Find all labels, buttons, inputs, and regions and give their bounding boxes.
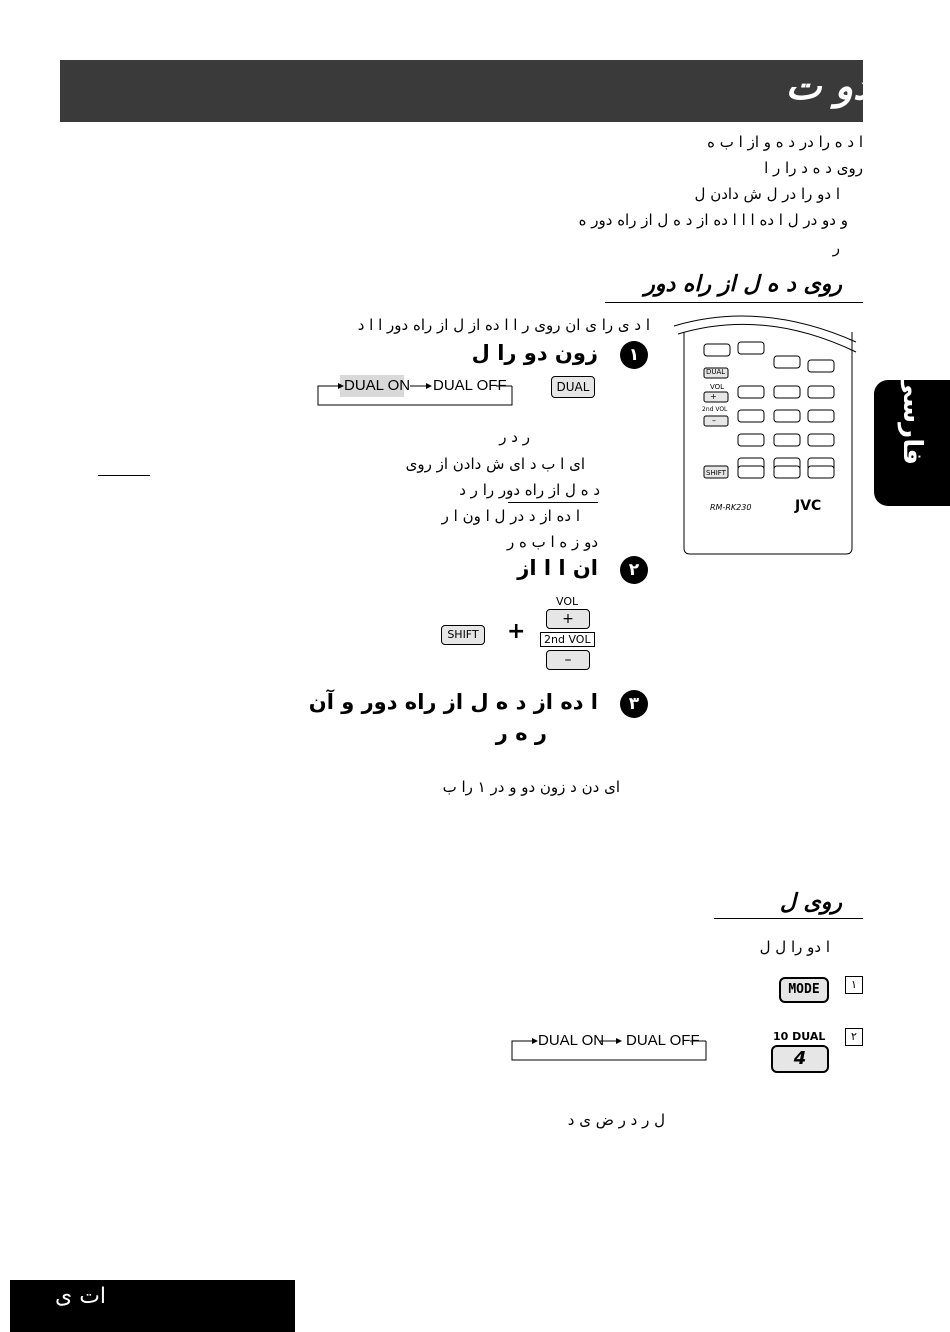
page-title: دو ت — [785, 64, 870, 108]
intro-line-2: روی د ه د را ر ا — [764, 159, 863, 177]
step3-line-1: ا ده از د ه ل از راه دور و آن — [308, 690, 598, 714]
note-line-4: ا ده از د در ل ا ون ا ر — [441, 507, 580, 525]
key-4-button[interactable]: 4 — [771, 1045, 829, 1073]
step3-number: ٣ — [620, 690, 648, 718]
step1-number: ١ — [620, 341, 648, 369]
intro-line-5: ر — [832, 239, 840, 257]
section1-heading: روی د ه ل از راه دور — [644, 272, 842, 297]
remote-2nd-vol-label: 2nd VOL — [702, 406, 728, 413]
remote-minus-label: – — [712, 416, 716, 425]
note-line-5: دو ز ه ا ب ه ر — [506, 533, 598, 551]
cycle1-dual-on: DUAL ON — [344, 377, 411, 394]
title-bar — [60, 60, 863, 122]
mode-button[interactable]: MODE — [779, 977, 829, 1003]
remote-model: RM-RK230 — [710, 503, 752, 512]
key-10-dual-label: 10 DUAL — [773, 1030, 826, 1043]
note-underline-1 — [98, 475, 150, 476]
note-underline-2 — [508, 502, 598, 503]
note-line-3: د ه ل از راه دور را ر د — [459, 481, 600, 499]
step-box-1: ١ — [845, 976, 863, 994]
intro-line-4: و دو در ل ا ده ا ا ا ده از د ه ل از راه … — [578, 211, 848, 229]
shift-key[interactable]: SHIFT — [441, 625, 485, 645]
vol-label: VOL — [556, 595, 579, 608]
remote-vol-label: VOL — [710, 383, 725, 391]
jvc-logo: JVC — [795, 498, 822, 514]
section2-rule — [714, 918, 863, 919]
cycle2-dual-on: DUAL ON — [538, 1032, 605, 1049]
note-line-2: ای ا ب د ای ش دادن از روی — [405, 455, 585, 473]
vol-plus-key[interactable]: + — [546, 609, 590, 629]
intro-line-3: ا دو را در ل ش دادن ل — [694, 185, 840, 203]
vol-minus-key[interactable]: – — [546, 650, 590, 670]
language-tab-label: فارسی — [897, 371, 927, 465]
section2-heading: روی ل — [779, 890, 842, 915]
combine-plus-sign: + — [507, 619, 526, 644]
step2-number: ٢ — [620, 556, 648, 584]
section2-note: ل ر د ر ض ی د — [567, 1111, 665, 1129]
step3-line-2: ر ه ر — [495, 721, 547, 745]
second-vol-label: 2nd VOL — [540, 632, 595, 647]
section1-lead: ا د ی را ی ان روی ر ا ا ده از ل از راه د… — [357, 316, 650, 334]
remote-shift-label: SHIFT — [706, 469, 726, 477]
remote-dual-label: DUAL — [706, 368, 726, 376]
section1-footnote: ای دن د زون دو و در ١ را ب — [442, 778, 620, 796]
language-tab — [874, 380, 950, 506]
section1-rule — [605, 302, 863, 303]
step-box-2: ٢ — [845, 1028, 863, 1046]
intro-line-1: ا د ه را در د ه و از ا ب ه — [707, 133, 863, 151]
dual-cycle-diagram-2 — [511, 1038, 707, 1061]
step2-text: ان ا ا از — [517, 556, 598, 580]
dual-cycle-diagram-1 — [317, 375, 513, 406]
cycle1-dual-off: DUAL OFF — [433, 377, 507, 394]
section2-lead: ا دو را ل ل — [759, 938, 830, 956]
remote-control-illustration — [673, 315, 857, 555]
step1-text: زون دو را ل — [471, 341, 598, 365]
dual-button[interactable]: DUAL — [551, 376, 595, 398]
cycle2-dual-off: DUAL OFF — [626, 1032, 700, 1049]
footer-bar — [10, 1280, 295, 1332]
footer-text: ات ی — [55, 1284, 107, 1309]
remote-plus-label: + — [710, 392, 717, 401]
note-line-1: ر د ر — [499, 428, 530, 446]
